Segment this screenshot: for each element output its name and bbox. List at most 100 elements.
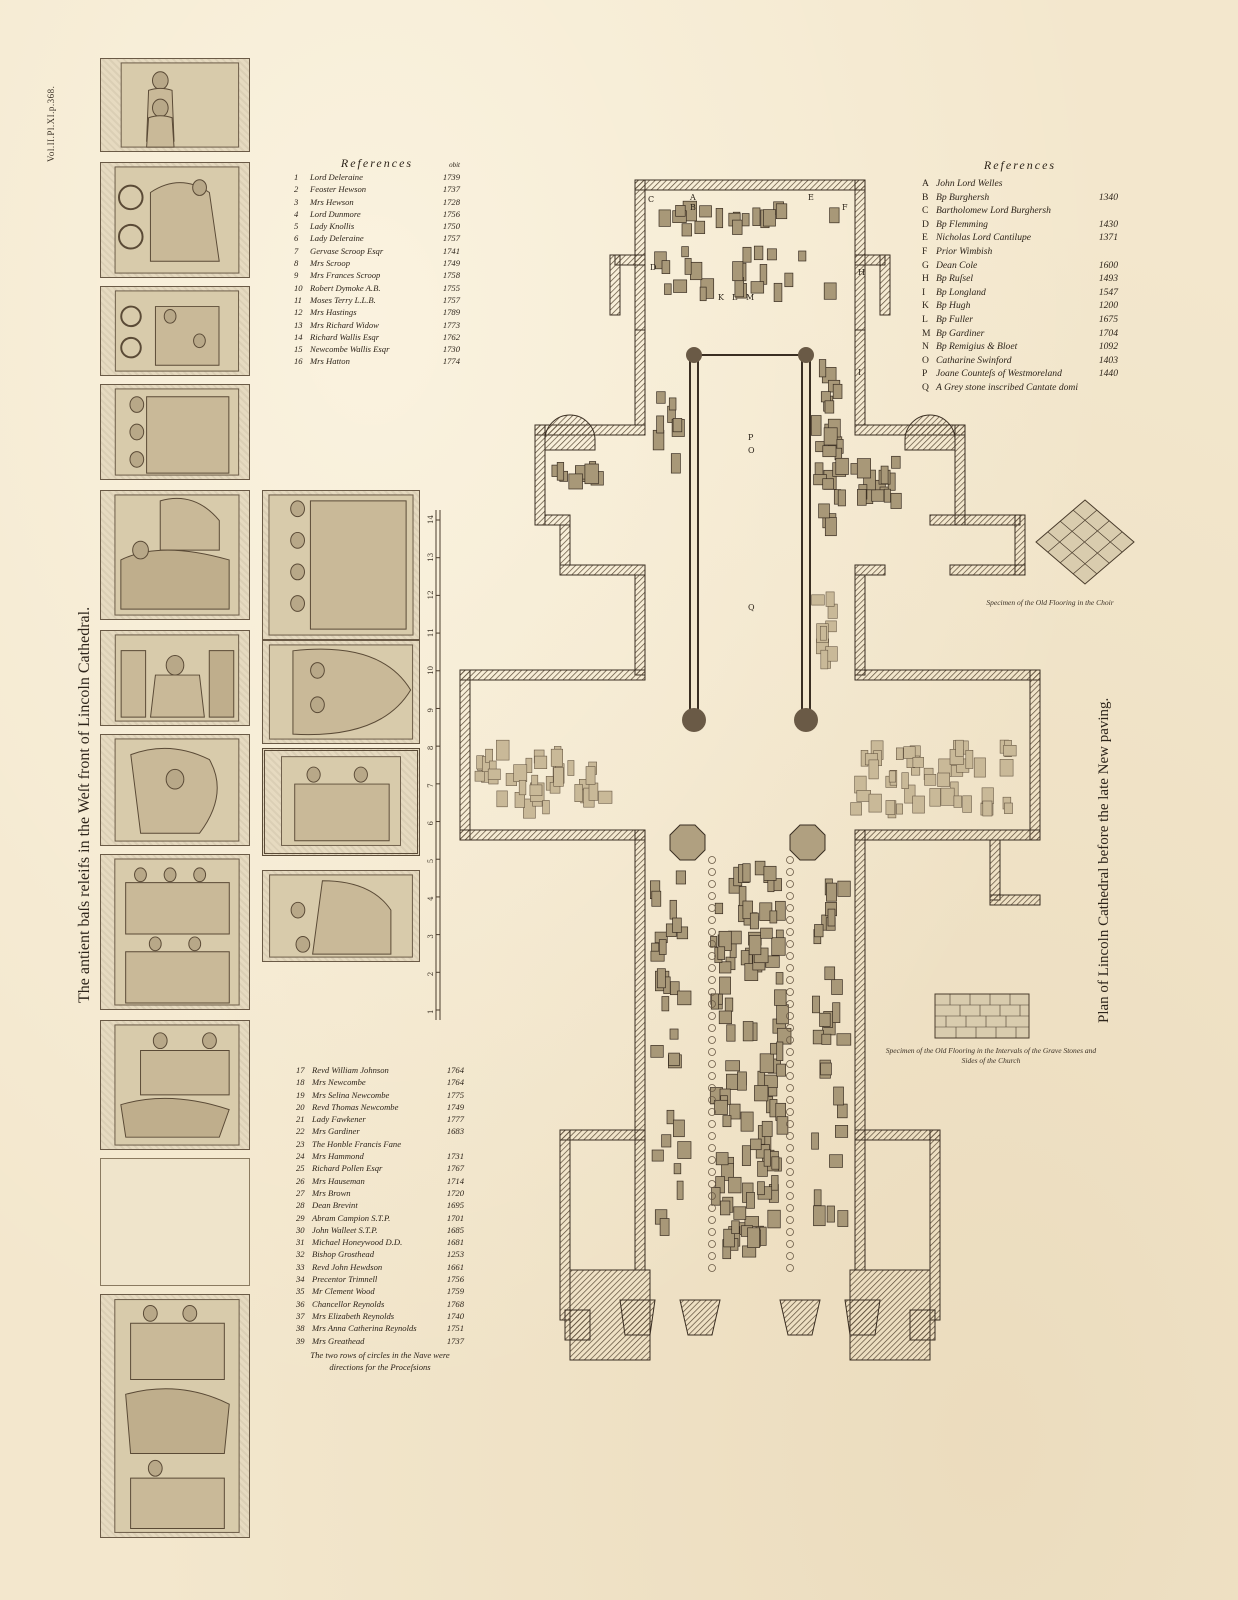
- choir-floor-specimen: [1035, 499, 1135, 585]
- reference-name: Bp Burghersh: [936, 191, 990, 203]
- reference-year: 1340: [1098, 191, 1118, 203]
- relief-panel: [100, 58, 250, 152]
- relief-figures: [268, 494, 414, 636]
- scale-tick-label: 4: [427, 896, 435, 901]
- grave-stone: [726, 1073, 739, 1090]
- procession-circle: [708, 988, 716, 996]
- procession-circle: [708, 1036, 716, 1044]
- grave-stone: [776, 1063, 786, 1077]
- grave-stone: [518, 779, 527, 796]
- procession-circle: [786, 1216, 794, 1224]
- grave-stone: [904, 784, 916, 804]
- procession-circle: [708, 1072, 716, 1080]
- plan-letter: B: [690, 203, 696, 212]
- reference-number: N: [922, 341, 929, 353]
- plan-letter: K: [718, 293, 725, 302]
- grave-stone: [672, 418, 683, 433]
- scale-tick-label: 7: [427, 783, 435, 787]
- grave-stone: [761, 1120, 773, 1137]
- reference-number: 12: [294, 307, 303, 318]
- scale-tick-label: 5: [427, 859, 435, 863]
- grave-stone: [771, 937, 786, 956]
- reference-number: P: [922, 368, 928, 380]
- grave-stone: [742, 1021, 754, 1042]
- reference-year: 1714: [446, 1175, 464, 1186]
- plan-grave-stones: [551, 200, 902, 1260]
- grave-stone: [746, 1192, 755, 1209]
- grave-stone: [820, 391, 831, 403]
- grave-stone: [668, 1052, 680, 1066]
- reference-name: Dean Brevint: [312, 1200, 358, 1211]
- reference-number: G: [922, 259, 929, 271]
- grave-stone: [835, 457, 849, 475]
- reference-number: 24: [296, 1151, 305, 1162]
- grave-stone: [670, 453, 681, 474]
- grave-stone: [827, 908, 836, 927]
- reference-name: Mrs Scroop: [310, 258, 351, 269]
- reference-year: 1737: [442, 184, 460, 195]
- reference-name: Mrs Anna Catherina Reynolds: [312, 1323, 417, 1334]
- grave-stone: [669, 1028, 679, 1040]
- grave-stone: [732, 219, 743, 235]
- grave-stone: [821, 1033, 832, 1045]
- grave-stone: [729, 1103, 741, 1120]
- grave-stone: [658, 209, 671, 227]
- procession-circle: [786, 868, 794, 876]
- reference-name: Joane Counteſs of Westmoreland: [936, 368, 1062, 380]
- reference-name: Michael Honeywood D.D.: [312, 1237, 403, 1248]
- relief-panel: [100, 490, 250, 620]
- grave-stone: [542, 800, 550, 815]
- procession-circle: [708, 1144, 716, 1152]
- grave-stone: [850, 802, 862, 816]
- procession-circle: [786, 1048, 794, 1056]
- reference-name: Catharine Swinford: [936, 354, 1012, 366]
- reference-number: B: [922, 191, 929, 203]
- grave-stone: [962, 795, 972, 813]
- reference-number: 30: [296, 1224, 305, 1235]
- procession-circle: [786, 1204, 794, 1212]
- reference-year: 1755: [442, 282, 460, 293]
- reference-year: 1756: [446, 1274, 464, 1285]
- procession-circle: [786, 1144, 794, 1152]
- scale-tick-label: 9: [427, 708, 435, 712]
- procession-circle: [786, 1240, 794, 1248]
- scale-tick-label: 13: [427, 553, 435, 562]
- grave-stone: [529, 784, 543, 797]
- grave-stone: [771, 1156, 780, 1170]
- references-heading: References: [983, 158, 1057, 172]
- grave-stone: [820, 1062, 832, 1076]
- grave-stone: [496, 739, 510, 761]
- grave-stone: [749, 912, 759, 930]
- grave-stone: [832, 1002, 841, 1023]
- procession-circle: [708, 928, 716, 936]
- reference-year: 1661: [446, 1261, 464, 1272]
- reference-number: Q: [922, 381, 929, 393]
- reference-name: Gervase Scroop Esqr: [310, 245, 384, 256]
- relief-panel: [100, 1294, 250, 1538]
- grave-stone: [880, 465, 889, 485]
- grave-stone: [813, 1189, 822, 1206]
- reference-year: 1728: [442, 196, 460, 207]
- grave-stone: [895, 747, 904, 761]
- reference-name: Richard Pollen Esqr: [312, 1163, 383, 1174]
- procession-circle: [786, 904, 794, 912]
- grave-stone: [676, 926, 689, 940]
- procession-note: The two rows of circles in the Nave were…: [310, 1349, 450, 1372]
- relief-figures: [114, 166, 240, 274]
- grave-stone: [496, 790, 508, 808]
- reference-number: 29: [296, 1212, 305, 1223]
- grave-stone: [775, 203, 788, 220]
- grave-stone: [823, 282, 837, 300]
- grave-stone: [836, 1033, 852, 1046]
